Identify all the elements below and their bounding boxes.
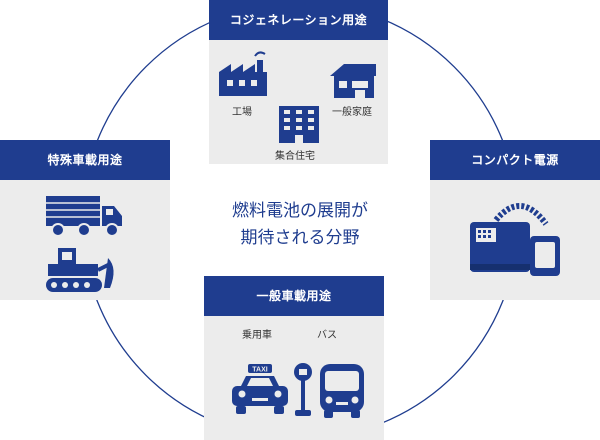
cogeneration-card: コジェネレーション用途 工場 一般家庭 集合住宅: [209, 0, 388, 164]
car-label: 乗用車: [242, 330, 272, 341]
bus-stop-icon: [294, 363, 312, 416]
compact-power-card-title: コンパクト電源: [430, 140, 600, 180]
bus-icon: [320, 364, 364, 418]
house-icon: [330, 64, 376, 98]
house-label: 一般家庭: [332, 107, 372, 118]
center-caption: 燃料電池の展開が 期待される分野: [200, 198, 400, 252]
factory-label: 工場: [232, 107, 252, 118]
special-vehicle-card: 特殊車載用途: [0, 140, 170, 300]
general-vehicle-card: 一般車載用途 乗用車 バス TAXI: [204, 276, 384, 440]
compact-power-card: コンパクト電源: [430, 140, 600, 300]
cogeneration-card-title: コジェネレーション用途: [209, 0, 388, 40]
apartment-icon: [279, 106, 319, 143]
truck-icon: [46, 196, 122, 237]
svg-text:TAXI: TAXI: [252, 367, 267, 374]
apartment-label: 集合住宅: [275, 151, 315, 162]
compact-power-unit-icon: [470, 202, 560, 276]
taxi-icon: TAXI: [232, 364, 288, 414]
general-vehicle-card-title: 一般車載用途: [204, 276, 384, 316]
center-caption-line2: 期待される分野: [240, 228, 360, 248]
factory-icon: [219, 51, 267, 96]
bus-label: バス: [317, 330, 337, 341]
bulldozer-icon: [46, 248, 114, 292]
center-caption-line1: 燃料電池の展開が: [232, 201, 368, 221]
special-vehicle-card-title: 特殊車載用途: [0, 140, 170, 180]
